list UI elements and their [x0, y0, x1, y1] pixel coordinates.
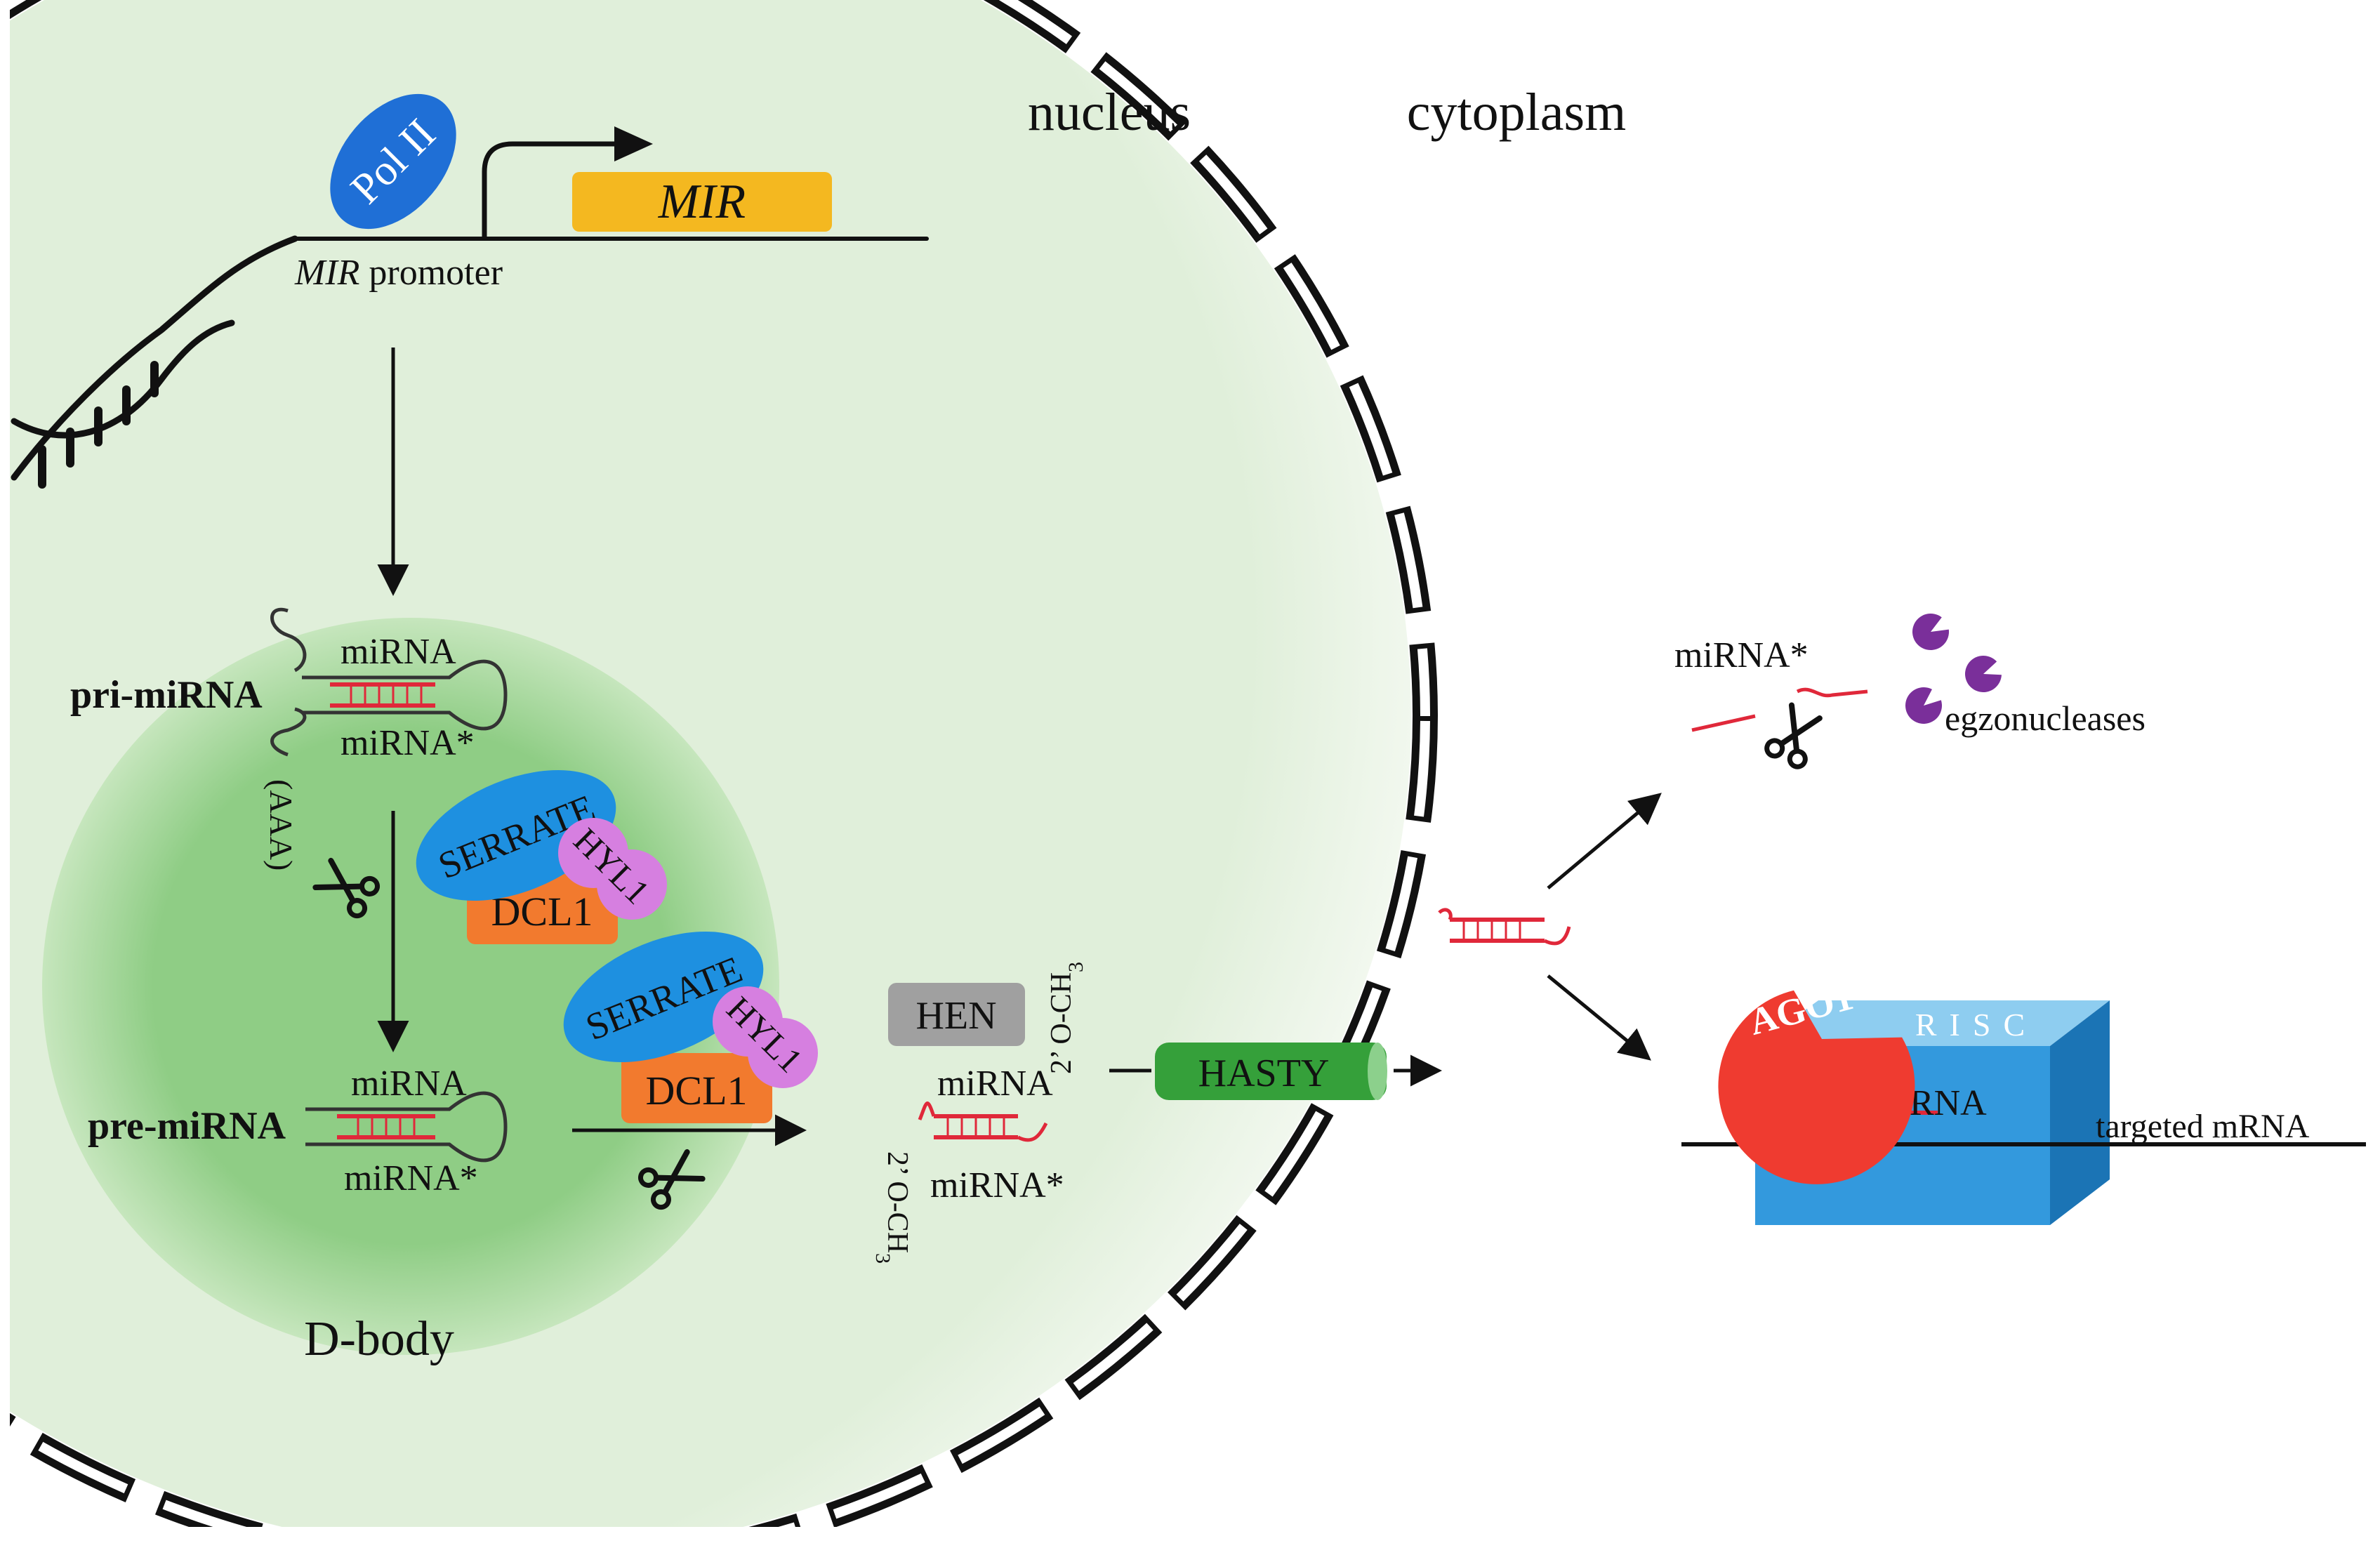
dna-helix-icon	[11, 235, 929, 489]
pre-mirna-label: pre-miRNA	[88, 1104, 286, 1148]
ago1: AGO1	[1718, 975, 1915, 1184]
mir-gene-label: MIR	[658, 175, 746, 229]
pre-mirna-star: miRNA*	[344, 1158, 478, 1198]
duplex-mirna: miRNA	[937, 1064, 1053, 1104]
risc-label: RISC	[1915, 1007, 2037, 1043]
methyl-bottom: 2’ O-CH3	[872, 1151, 914, 1264]
hasty: HASTY	[1155, 1043, 1387, 1100]
pri-mirna-star: miRNA*	[341, 723, 475, 763]
degradation-arrow	[1547, 793, 1662, 889]
nuclear-envelope-inner	[0, 0, 1425, 1555]
exonuclease-icon-2	[1959, 651, 2006, 698]
hen: HEN	[888, 983, 1025, 1046]
exonuclease-icon-1	[1905, 607, 1955, 657]
pol2: Pol II	[330, 93, 456, 230]
pri-mirna-label: pri-miRNA	[70, 673, 263, 717]
risc-loading-arrow	[1547, 974, 1651, 1061]
tss-arrow	[482, 141, 618, 239]
duplex-mirna-star: miRNA*	[930, 1165, 1064, 1205]
exonuclease-icon-3	[1898, 680, 1949, 732]
poly-a-label: (AAA)	[263, 779, 299, 871]
mirna-star-degradation: miRNA* egzonucleases	[1674, 607, 2146, 769]
methyl-top: 2’ O-CH3	[1045, 962, 1087, 1074]
dcl1-label-2: DCL1	[646, 1068, 748, 1113]
processing-complex-1: DCL1 SERRATE HYL1	[416, 769, 667, 944]
pri-mirna-mirna: miRNA	[341, 632, 456, 672]
hen-label: HEN	[915, 994, 996, 1038]
d-body-label: D-body	[304, 1312, 454, 1366]
cytoplasmic-duplex	[1438, 908, 1571, 946]
scissors-icon-3	[1764, 703, 1824, 769]
mirna-duplex: miRNA miRNA* 2’ O-CH3 2’ O-CH3	[872, 962, 1087, 1264]
mir-gene: MIR	[572, 172, 832, 232]
pre-mirna-mirna: miRNA	[351, 1064, 467, 1104]
processing-complex-2: DCL1 SERRATE HYL1	[563, 931, 818, 1123]
cytoplasm-label: cytoplasm	[1407, 83, 1626, 142]
nucleus-label: nucleus	[1028, 83, 1191, 142]
pre-mirna: miRNA miRNA* pre-miRNA	[88, 1064, 508, 1198]
mir-promoter-label: MIR promoter	[294, 253, 503, 293]
exonucleases-label: egzonucleases	[1945, 699, 2146, 738]
pri-mirna: miRNA miRNA* pri-miRNA (AAA)	[70, 607, 508, 871]
hasty-label: HASTY	[1198, 1052, 1330, 1095]
cyto-mirna-star: miRNA*	[1674, 635, 1809, 675]
target-mrna-label: targeted mRNA	[2096, 1108, 2310, 1145]
